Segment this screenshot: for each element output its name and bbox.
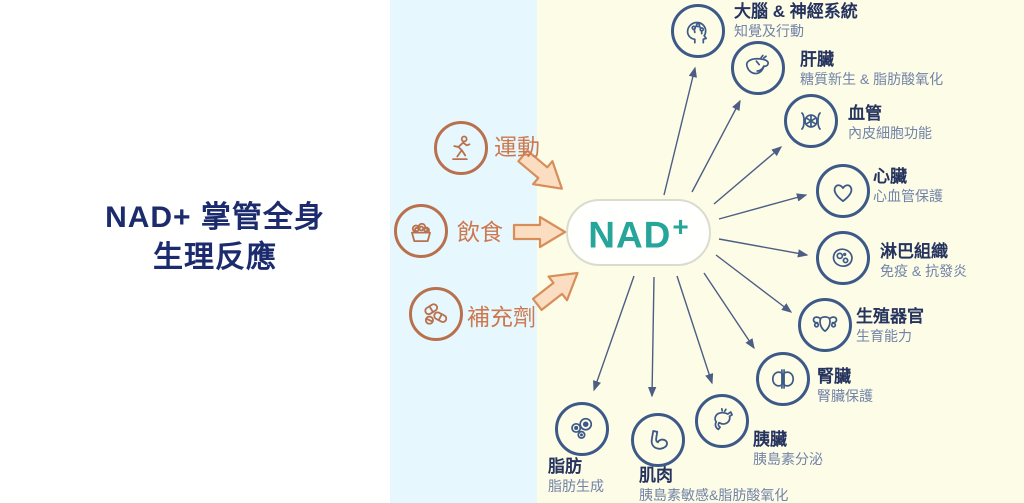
organ-subtitle: 胰島素分泌 [753,451,823,467]
nad-label: NAD+ [588,211,690,256]
pancreas-icon [714,407,733,431]
lymph-icon [832,248,853,267]
organ-circle [695,394,749,448]
organ-circle [671,4,725,58]
input-circle [394,204,448,258]
supplement-icon [424,303,448,325]
organ-title: 胰臟 [753,430,787,449]
organ-title: 肌肉 [639,466,673,485]
input-circle [409,287,463,341]
exercise-icon [452,135,471,161]
organ-subtitle: 免疫 & 抗發炎 [880,263,968,279]
reproductive-icon [812,316,838,333]
organ-title: 腎臟 [817,367,851,386]
input-circle [434,121,488,175]
organ-circle [756,352,810,406]
nad-node: NAD+ [566,199,711,266]
organ-subtitle: 生育能力 [856,328,912,344]
organ-subtitle: 脂肪生成 [548,478,604,494]
organ-subtitle: 糖質新生 & 脂肪酸氧化 [800,71,944,87]
organ-circle [731,41,785,95]
organ-circle [798,298,852,352]
page-title-line1: NAD+ 掌管全身 [105,201,325,234]
page-title-line2: 生理反應 [153,241,277,274]
organ-subtitle: 知覺及行動 [734,23,804,39]
organ-title: 生殖器官 [856,307,924,326]
input-label: 運動 [494,134,540,160]
blood-vessel-icon [801,112,821,130]
brain-icon [686,21,708,44]
diet-icon [411,222,431,242]
organ-subtitle: 內皮細胞功能 [848,125,932,141]
organ-circle [816,164,870,218]
organ-circle [631,413,685,467]
muscle-icon [650,430,668,450]
fat-icon [571,417,593,439]
organ-circle [816,231,870,285]
organ-title: 大腦 & 神經系統 [734,2,858,21]
organ-circle [555,402,609,456]
heart-icon [833,184,853,202]
organ-title: 脂肪 [548,457,582,476]
organ-title: 淋巴組織 [880,242,948,261]
organ-title: 心臟 [873,167,907,186]
input-label: 飲食 [457,219,503,245]
organ-title: 肝臟 [800,50,834,69]
organ-subtitle: 心血管保護 [873,188,943,204]
organ-subtitle: 胰島素敏感&脂肪酸氧化 [639,487,789,503]
page-title: NAD+ 掌管全身 生理反應 [55,198,375,278]
liver-icon [745,54,769,75]
organ-circle [784,94,838,148]
kidney-icon [771,369,795,389]
input-label: 補充劑 [467,304,536,330]
organ-title: 血管 [848,104,882,123]
organ-subtitle: 腎臟保護 [817,388,873,404]
